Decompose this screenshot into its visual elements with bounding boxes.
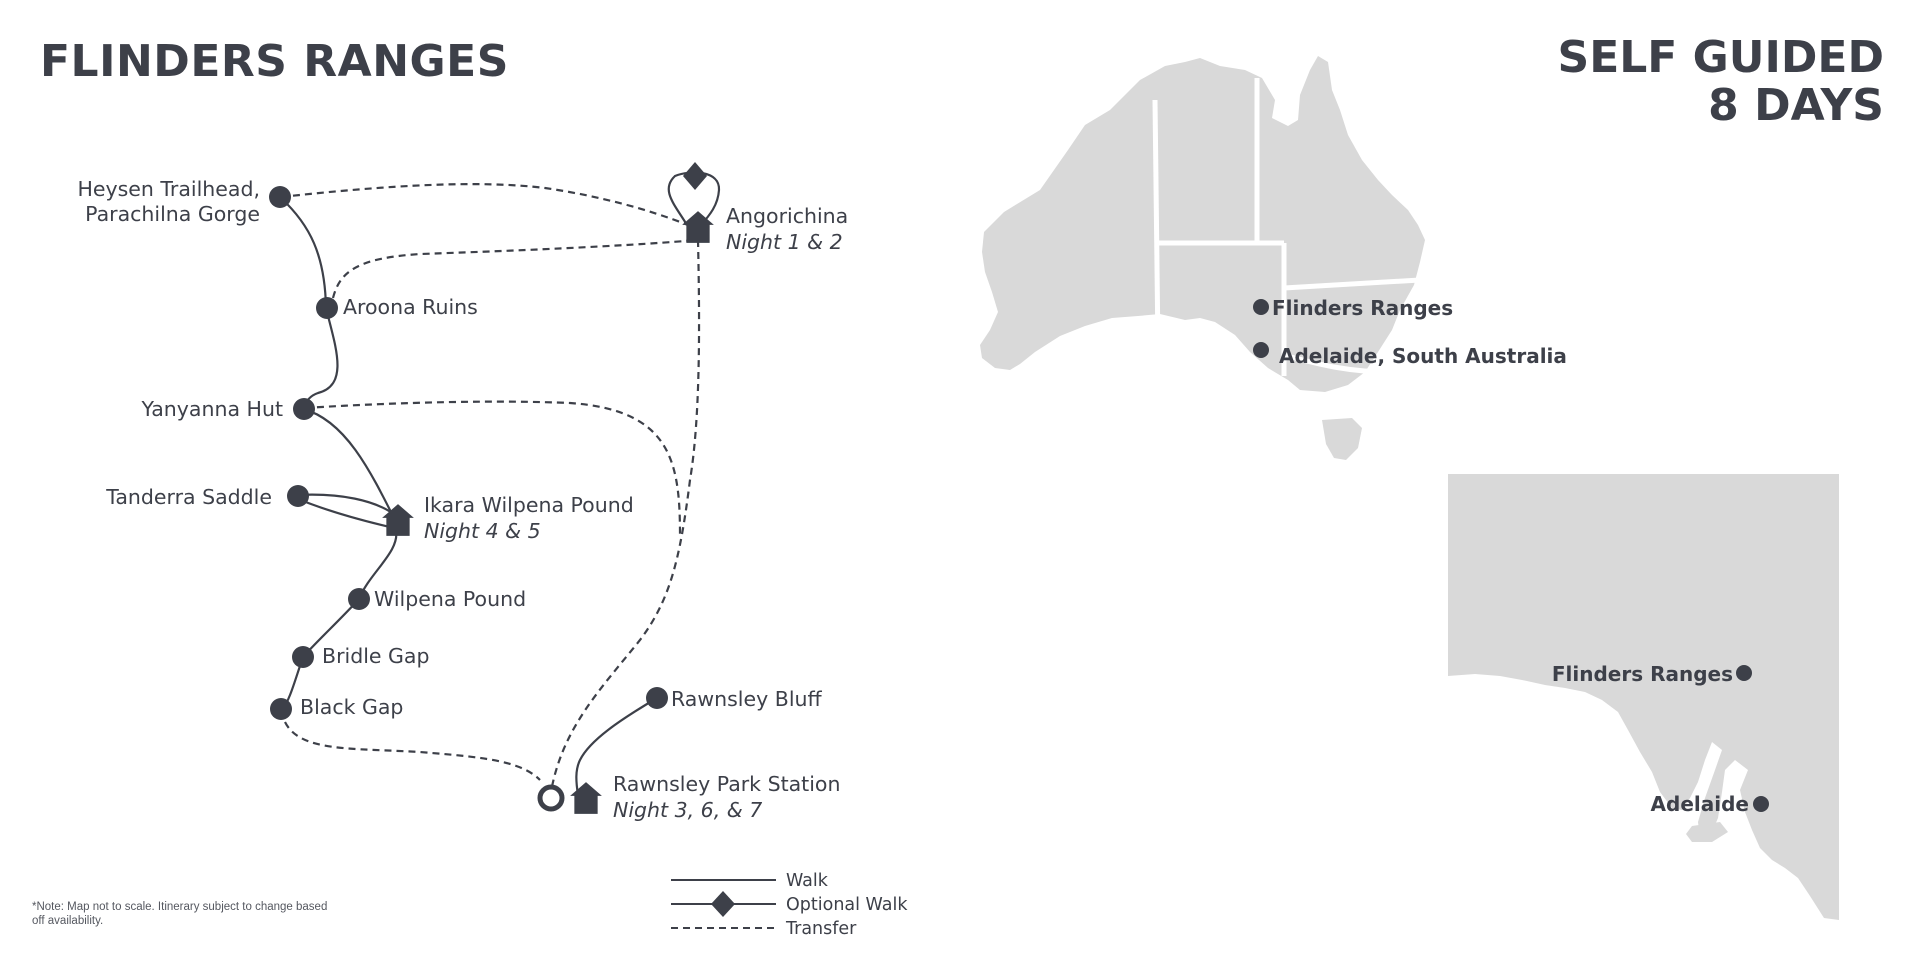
transfer-yanyanna-rawnsley xyxy=(304,400,682,536)
rawnsley-house-icon xyxy=(570,782,602,814)
legend-diamond-icon xyxy=(711,891,735,917)
angorichina-night-label: Night 1 & 2 xyxy=(726,230,843,254)
ikara-night-label: Night 4 & 5 xyxy=(424,519,541,543)
kangaroo-island xyxy=(1686,822,1728,842)
angorichina-label: Angorichina xyxy=(726,204,848,228)
walk-bluff-rawnsley xyxy=(575,697,658,796)
wilpena-pound-marker xyxy=(348,588,370,610)
sa-adelaide-label: Adelaide xyxy=(1651,792,1749,816)
black-gap-label: Black Gap xyxy=(300,695,403,719)
transfer-angorichina-rawnsley xyxy=(548,239,701,799)
aus-adelaide-marker xyxy=(1253,342,1269,358)
wilpena-pound-label: Wilpena Pound xyxy=(374,587,526,611)
trip-summary: SELF GUIDED 8 DAYS xyxy=(1558,34,1884,129)
black-gap-marker xyxy=(270,698,292,720)
yanyanna-hut-label: Yanyanna Hut xyxy=(141,397,283,421)
bridle-gap-label: Bridle Gap xyxy=(322,644,430,668)
aus-flinders-label: Flinders Ranges xyxy=(1272,296,1453,320)
australia-mainland xyxy=(980,56,1425,392)
rawnsley-bluff-label: Rawnsley Bluff xyxy=(671,687,823,711)
page-title: FLINDERS RANGES xyxy=(40,36,509,87)
transfer-heysen-angorichina xyxy=(280,183,689,227)
disclaimer-note: *Note: Map not to scale. Itinerary subje… xyxy=(32,901,328,928)
state-borders xyxy=(1152,78,1421,376)
south-australia-map: Flinders Ranges Adelaide xyxy=(1448,474,1839,920)
australia-map: Flinders Ranges Adelaide, South Australi… xyxy=(980,56,1567,460)
tanderra-saddle-label: Tanderra Saddle xyxy=(105,485,272,509)
heysen-label-line1: Heysen Trailhead, xyxy=(77,177,260,201)
heysen-label-line2: Parachilna Gorge xyxy=(85,202,260,226)
aus-adelaide-label: Adelaide, South Australia xyxy=(1279,344,1567,368)
bridle-gap-marker xyxy=(292,646,314,668)
trip-type: SELF GUIDED xyxy=(1557,32,1884,83)
transfer-routes xyxy=(280,183,701,799)
sa-flinders-label: Flinders Ranges xyxy=(1552,662,1733,686)
tanderra-saddle-marker xyxy=(287,485,309,507)
transfer-blackgap-rawnsley xyxy=(284,721,541,781)
location-markers xyxy=(269,186,668,720)
walk-heysen-aroona xyxy=(280,197,328,309)
walk-aroona-yanyanna xyxy=(301,307,339,410)
rawnsley-night-label: Night 3, 6, & 7 xyxy=(613,798,762,822)
walk-routes xyxy=(280,171,721,796)
rawnsley-bluff-marker xyxy=(646,687,668,709)
walk-tanderra-ikara-a xyxy=(297,493,396,516)
yanyanna-hut-marker xyxy=(293,398,315,420)
transfer-start-ring-icon xyxy=(537,784,565,812)
legend-walk-label: Walk xyxy=(786,871,829,891)
sa-flinders-marker xyxy=(1736,665,1752,681)
aroona-ruins-marker xyxy=(316,297,338,319)
rawnsley-station-label: Rawnsley Park Station xyxy=(613,772,840,796)
walk-yanyanna-ikara xyxy=(302,407,397,523)
trip-duration: 8 DAYS xyxy=(1708,79,1884,131)
legend-transfer-label: Transfer xyxy=(785,919,857,939)
ikara-label: Ikara Wilpena Pound xyxy=(424,493,634,517)
map-legend: Walk Optional Walk Transfer xyxy=(671,871,908,939)
walk-tanderra-ikara-b xyxy=(297,497,395,530)
aroona-ruins-label: Aroona Ruins xyxy=(343,295,478,319)
transfer-aroona-angorichina xyxy=(331,238,698,299)
heysen-trailhead-marker xyxy=(269,186,291,208)
legend-optional-label: Optional Walk xyxy=(786,895,908,915)
optional-walk-diamond-icon xyxy=(683,162,707,190)
aus-flinders-marker xyxy=(1253,299,1269,315)
tasmania xyxy=(1322,418,1362,460)
sa-landmass xyxy=(1448,474,1839,920)
sa-adelaide-marker xyxy=(1753,796,1769,812)
route-map: Heysen Trailhead, Parachilna Gorge Aroon… xyxy=(77,162,848,822)
